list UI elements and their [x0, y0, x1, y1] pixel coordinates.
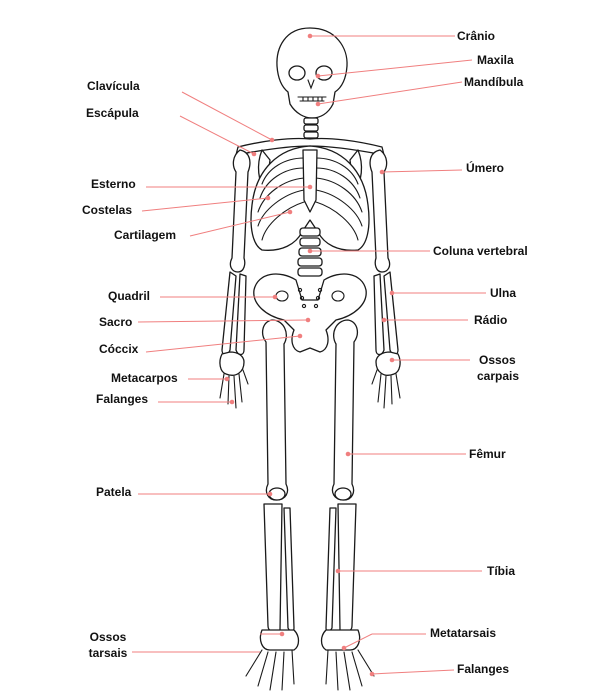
left-arm — [219, 149, 251, 409]
label-clavicula: Clavícula — [87, 79, 140, 93]
label-sacro: Sacro — [99, 315, 133, 329]
label-metatarsais: Metatarsais — [430, 626, 497, 640]
label-escapula: Escápula — [86, 106, 139, 120]
label-ossos-tarsais-line1: Ossos — [89, 630, 127, 644]
label-cranio: Crânio — [457, 29, 496, 43]
label-coluna-vertebral: Coluna vertebral — [433, 244, 528, 258]
skull — [276, 27, 348, 119]
label-patela: Patela — [96, 485, 132, 499]
label-ulna: Ulna — [490, 286, 517, 300]
label-mandibula: Mandíbula — [464, 75, 524, 89]
label-tibia: Tíbia — [487, 564, 516, 578]
label-ossos-carpais-line1: Ossos — [479, 353, 516, 367]
neck-vertebrae — [303, 117, 319, 139]
leader-dots — [224, 33, 395, 677]
ribcage — [250, 145, 370, 251]
label-radio: Rádio — [474, 313, 508, 327]
label-costelas: Costelas — [82, 203, 133, 217]
leader-lines — [132, 35, 486, 675]
label-umero: Úmero — [466, 161, 505, 175]
lumbar-spine — [297, 227, 323, 277]
right-leg — [320, 319, 375, 691]
label-quadril: Quadril — [108, 289, 151, 303]
label-maxila: Maxila — [477, 53, 514, 67]
label-ossos-carpais-line2: carpais — [477, 369, 520, 383]
label-esterno: Esterno — [91, 177, 136, 191]
label-cartilagem: Cartilagem — [114, 228, 177, 242]
label-metacarpos: Metacarpos — [111, 371, 178, 385]
right-arm — [369, 149, 401, 409]
label-ossos-tarsais-line2: tarsais — [88, 646, 128, 660]
label-falanges-pe: Falanges — [457, 662, 510, 676]
label-coccix: Cóccix — [99, 342, 139, 356]
left-leg — [245, 319, 300, 691]
label-falanges-mao: Falanges — [96, 392, 149, 406]
label-femur: Fêmur — [469, 447, 506, 461]
